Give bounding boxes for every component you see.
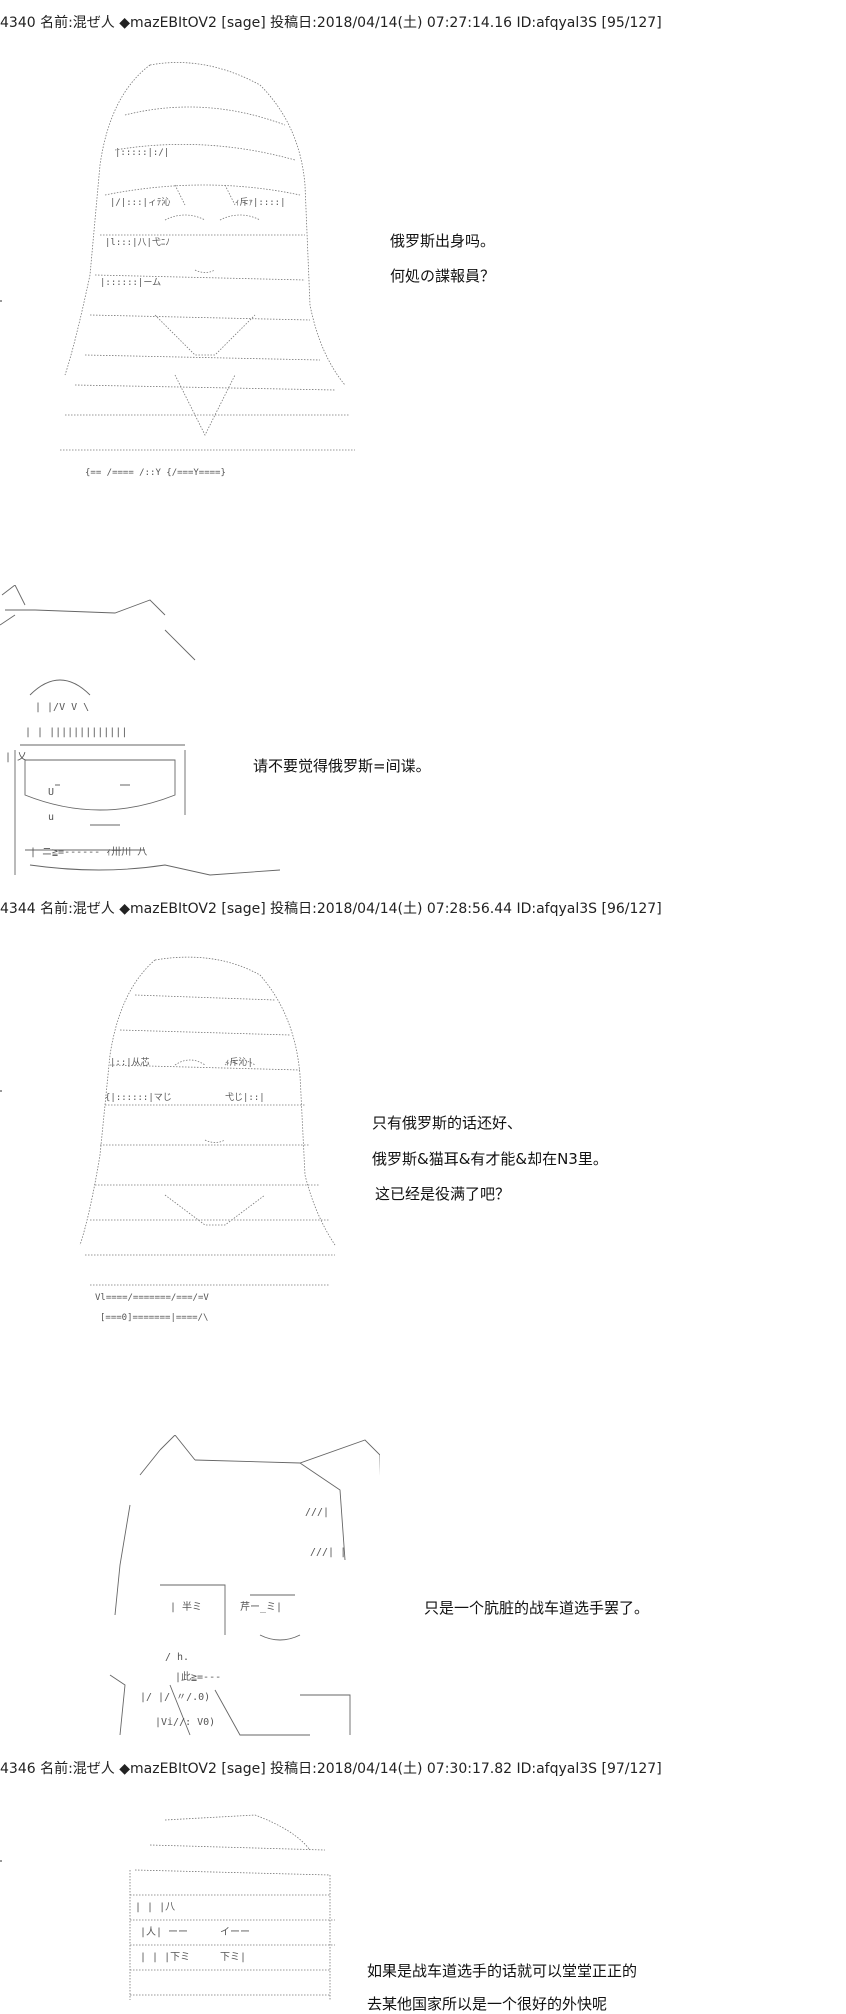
post-header: 4346 名前:混ぜ人 ◆mazEBItOV2 [sage] 投稿日:2018/… [0,1761,662,1777]
dialogue-line: 俄罗斯&猫耳&有才能&却在N3里。 [372,1150,608,1168]
svg-text:|::::::|ーム: |::::::|ーム [100,277,161,288]
svg-text:| | |||||||||||||: | | ||||||||||||| [25,727,127,738]
svg-text:|Vi//: V0): |Vi//: V0) [155,1717,215,1728]
dialogue-line: 俄罗斯出身吗。 [390,232,496,250]
svg-text:|/ |/ 〃/.0): |/ |/ 〃/.0) [140,1692,210,1703]
svg-text:|::|从芯: |::|从芯 [110,1056,150,1068]
dialogue-line: 如果是战车道选手的话就可以堂堂正正的 [367,1962,638,1980]
svg-text:///|: ///| [305,1507,329,1518]
ascii-art-character: | | |八 |人| ーー イーー | | |下ミ 下ミ| [125,1810,345,2000]
svg-text:ｨ斥ｧ|::::|: ｨ斥ｧ|::::| [235,196,286,208]
svg-text:|:::::|:/|: |:::::|:/| [115,148,169,158]
svg-text:| 半ミ: | 半ミ [170,1600,202,1613]
ascii-art-character: |::|从芯 ｨ斥沁| {|::::::|マじ 弋じ|::| Vl====/==… [75,955,345,1335]
svg-text:[===0]=======|====/\: [===0]=======|====/\ [100,1313,208,1323]
ascii-art-character: | |/V V \ | | ||||||||||||| | 乂 U u | ニ≧… [0,585,280,885]
svg-text:| ニ≧=------ ｨ卅川 八: | ニ≧=------ ｨ卅川 八 [30,846,147,858]
dialogue-line: 只是一个肮脏的战车道选手罢了。 [424,1599,650,1617]
margin-dot [0,300,2,302]
svg-text:U: U [48,787,54,798]
ascii-art-character: |:::::|:/| |/|:::|ィﾃ沁 ｨ斥ｧ|::::| |l:::|八|… [55,55,355,485]
svg-text:/ h.: / h. [165,1652,189,1663]
post-header: 4340 名前:混ぜ人 ◆mazEBItOV2 [sage] 投稿日:2018/… [0,15,662,31]
svg-text:|l:::|八|弋ﾆﾉ: |l:::|八|弋ﾆﾉ [105,236,170,248]
svg-text:///| |: ///| | [310,1547,346,1558]
margin-dot [0,1090,2,1092]
svg-text:ｨ斥沁|: ｨ斥沁| [225,1056,253,1068]
dialogue-line: 何処の諜報員？ [390,267,496,285]
svg-text:| 乂: | 乂 [5,752,27,763]
svg-text:Vl====/=======/===/=V: Vl====/=======/===/=V [95,1293,209,1303]
svg-text:{|::::::|マじ: {|::::::|マじ [105,1092,172,1103]
post-header: 4344 名前:混ぜ人 ◆mazEBItOV2 [sage] 投稿日:2018/… [0,901,662,917]
svg-text:{== /==== /::Y {/===Y====}: {== /==== /::Y {/===Y====} [85,468,226,478]
svg-text:|/|:::|ィﾃ沁: |/|:::|ィﾃ沁 [110,197,170,208]
svg-text:|人| ーー: |人| ーー [140,1926,188,1938]
ascii-art-character: ///| ///| | | 半ミ 芹ー_ミ| / h. |此≧=--- |/ |… [100,1435,380,1745]
svg-text:|此≧=---: |此≧=--- [175,1670,221,1683]
svg-text:芹ー_ミ|: 芹ー_ミ| [240,1601,282,1613]
svg-text:下ミ|: 下ミ| [220,1952,246,1963]
svg-text:u: u [48,812,54,823]
dialogue-line: 去某他国家所以是一个很好的外快呢 [367,1995,608,2013]
svg-text:弋じ|::|: 弋じ|::| [225,1091,265,1103]
svg-text:イーー: イーー [220,1927,250,1938]
margin-dot [0,1860,2,1862]
dialogue-line: 这已经是役满了吧？ [375,1185,511,1203]
dialogue-line: 请不要觉得俄罗斯=间谍。 [253,757,431,775]
svg-text:| | |八: | | |八 [135,1902,175,1913]
dialogue-line: 只有俄罗斯的话还好、 [372,1114,523,1132]
svg-text:| |/V V \: | |/V V \ [35,702,89,713]
svg-text:| | |下ミ: | | |下ミ [140,1952,190,1963]
